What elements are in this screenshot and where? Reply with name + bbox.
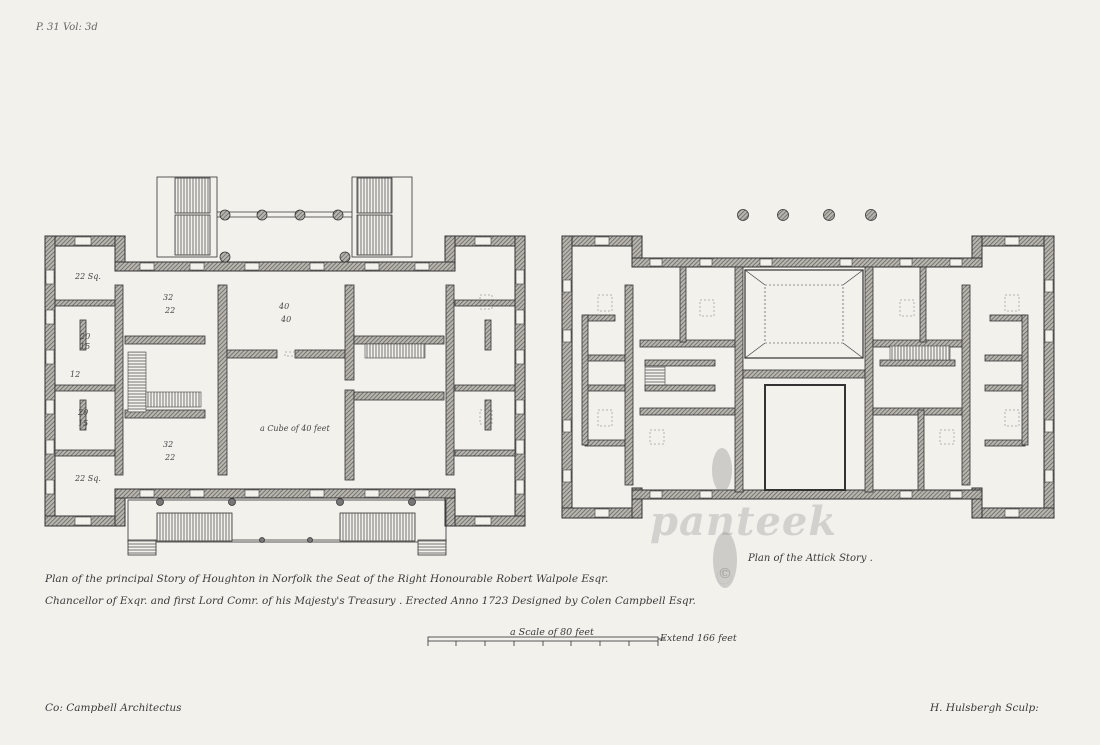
architect-credit: Co: Campbell Architectus (45, 702, 182, 714)
room-label-20-bottom: 20 (78, 408, 89, 417)
room-label-22sq-top: 22 Sq. (75, 272, 101, 281)
room-label-20-top: 20 (80, 332, 91, 341)
scale-bar (427, 636, 665, 646)
room-label-40: 40 (279, 302, 290, 311)
scale-extent: Extend 166 feet (660, 633, 737, 644)
room-label-32-bottom-b: 22 (165, 453, 176, 462)
room-label-40-b: 40 (281, 315, 292, 324)
attic-fixtures (597, 294, 1020, 445)
room-label-12: 12 (70, 370, 81, 379)
room-label-32-bottom: 32 (163, 440, 174, 449)
principal-interior-walls (54, 284, 516, 481)
principal-windows (45, 236, 525, 526)
room-label-cube: a Cube of 40 feet (260, 424, 330, 433)
west-stair-flight (145, 391, 202, 408)
scale-title: a Scale of 80 feet (510, 627, 594, 638)
east-stair-flight (364, 343, 426, 359)
attic-hall-void (764, 384, 846, 491)
room-label-32-top-b: 22 (165, 306, 176, 315)
watermark-figure (712, 448, 737, 588)
room-label-22sq-bottom: 22 Sq. (75, 474, 101, 483)
west-staircase (127, 351, 147, 413)
principal-fixtures (284, 294, 493, 425)
south-terrace (127, 498, 447, 556)
attic-stair (644, 365, 666, 386)
attic-central-lantern (744, 269, 864, 359)
watermark-copyright: © (718, 566, 732, 582)
attic-column-row (737, 209, 877, 221)
attic-interior-walls (581, 266, 1029, 493)
caption-line-1: Plan of the principal Story of Houghton … (45, 573, 609, 585)
room-label-20-top-b: 15 (80, 342, 91, 351)
caption-line-2: Chancellor of Exqr. and first Lord Comr.… (45, 595, 696, 607)
room-label-20-bottom-b: 15 (78, 419, 89, 428)
attic-story-caption: Plan of the Attick Story . (748, 553, 873, 564)
attic-stair-east (889, 345, 951, 361)
attic-windows (562, 236, 1054, 518)
room-label-32-top: 32 (163, 293, 174, 302)
north-portico (156, 176, 413, 263)
plate-reference: P. 31 Vol: 3d (36, 22, 98, 33)
engraver-credit: H. Hulsbergh Sculp: (930, 702, 1039, 714)
watermark-text: panteek (650, 498, 838, 545)
